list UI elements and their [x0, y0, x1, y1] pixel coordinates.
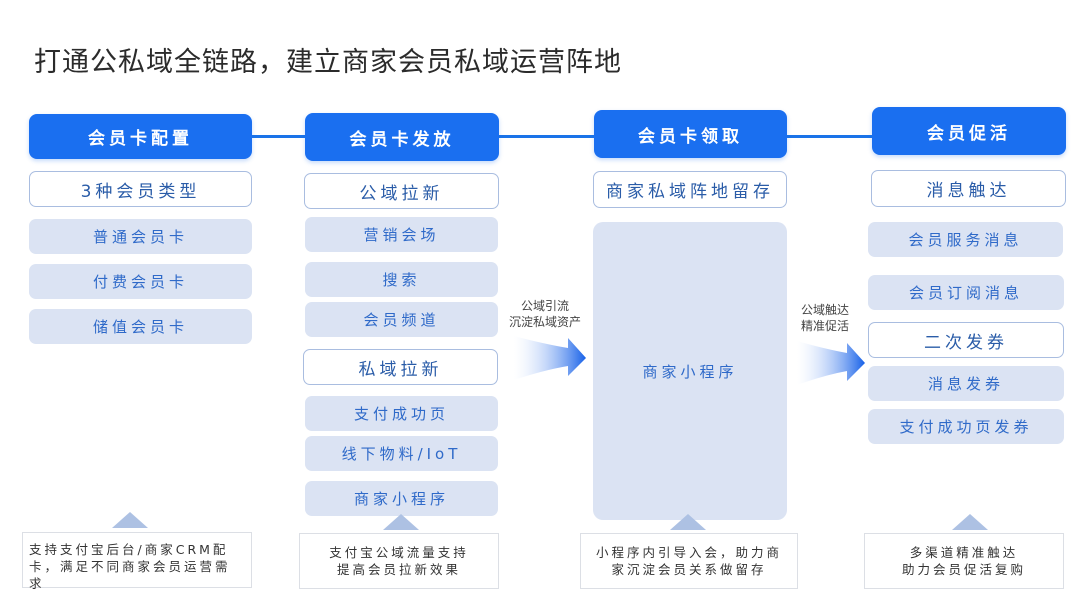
column-header: 会员卡领取	[594, 110, 787, 158]
column-header: 会员卡发放	[305, 113, 499, 161]
flow-label: 公域触达 精准促活	[790, 302, 860, 334]
note-line: 助力会员促活复购	[901, 562, 1026, 577]
flow-label-line: 公域触达	[800, 303, 849, 317]
note-line: 提高会员拉新效果	[336, 562, 461, 577]
pointer-triangle	[112, 512, 148, 528]
list-item: 消息发券	[868, 366, 1064, 401]
list-item: 支付成功页	[305, 396, 498, 431]
list-item: 搜索	[305, 262, 498, 297]
page-title: 打通公私域全链路，建立商家会员私域运营阵地	[34, 47, 622, 78]
list-item: 付费会员卡	[29, 264, 252, 299]
column-header: 会员促活	[872, 107, 1066, 155]
column-note: 支付宝公域流量支持 提高会员拉新效果	[299, 533, 499, 589]
list-item: 营销会场	[305, 217, 498, 252]
connector-line	[252, 135, 307, 138]
list-item: 会员订阅消息	[868, 275, 1064, 310]
list-item: 支付成功页发券	[868, 409, 1064, 444]
flow-label-line: 沉淀私域资产	[508, 315, 581, 329]
note-line: 小程序内引导入会，助力商	[595, 545, 782, 560]
list-item: 储值会员卡	[29, 309, 252, 344]
group-title: 私域拉新	[303, 349, 498, 385]
column-note: 支持支付宝后台/商家CRM配卡，满足不同商家会员运营需求	[22, 532, 252, 591]
column-note: 多渠道精准触达 助力会员促活复购	[864, 533, 1064, 589]
list-item: 线下物料/IoT	[305, 436, 498, 471]
list-item: 会员服务消息	[868, 222, 1063, 257]
column-note: 小程序内引导入会，助力商 家沉淀会员关系做留存	[580, 533, 798, 589]
note-line: 多渠道精准触达	[909, 545, 1019, 560]
flow-label-line: 公域引流	[520, 299, 569, 313]
group-title: 二次发券	[868, 322, 1064, 358]
group-title: 商家私域阵地留存	[593, 171, 787, 208]
pointer-triangle	[383, 514, 419, 530]
arrow-right-icon	[514, 336, 586, 380]
note-line: 支付宝公域流量支持	[329, 545, 469, 560]
group-title: 3种会员类型	[29, 171, 252, 207]
list-item: 普通会员卡	[29, 219, 252, 254]
flow-label-line: 精准促活	[800, 319, 849, 333]
note-line: 家沉淀会员关系做留存	[611, 562, 767, 577]
group-title: 公域拉新	[304, 173, 499, 209]
list-item: 会员频道	[305, 302, 498, 337]
arrow-right-icon	[797, 341, 865, 385]
column-header: 会员卡配置	[29, 114, 252, 159]
group-title: 消息触达	[871, 170, 1066, 207]
pointer-triangle	[670, 514, 706, 530]
connector-line	[786, 135, 874, 138]
connector-line	[498, 135, 594, 138]
mini-program-panel: 商家小程序	[593, 222, 787, 520]
flow-label: 公域引流 沉淀私域资产	[502, 298, 588, 330]
pointer-triangle	[952, 514, 988, 530]
list-item: 商家小程序	[305, 481, 498, 516]
